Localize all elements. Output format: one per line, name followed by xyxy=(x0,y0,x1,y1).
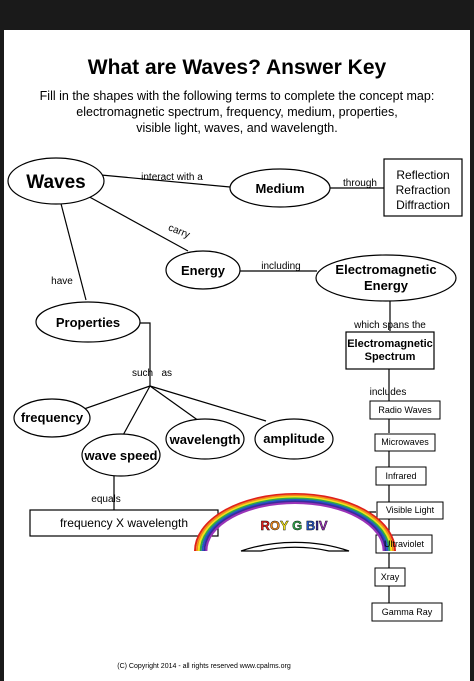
line-waves-medium xyxy=(100,174,231,188)
band-radio-waves: Radio Waves xyxy=(378,405,432,415)
link-equals: equals xyxy=(91,494,120,505)
amplitude-node xyxy=(254,418,334,460)
roygbiv-letter: I xyxy=(315,518,319,533)
em-spectrum-label-2: Spectrum xyxy=(365,351,416,363)
behavior-diffraction: Diffraction xyxy=(396,198,450,212)
band-visible-light: Visible Light xyxy=(386,505,435,515)
energy-node xyxy=(165,250,241,290)
instruction-line-1: Fill in the shapes with the following te… xyxy=(40,89,435,103)
line-such-wavelength xyxy=(149,385,200,422)
link-such-as: such as xyxy=(132,368,172,379)
band-xray: Xray xyxy=(381,572,400,582)
band-box xyxy=(371,602,443,622)
instruction-line-2: electromagnetic spectrum, frequency, med… xyxy=(76,105,397,119)
band-gamma-ray: Gamma Ray xyxy=(382,607,433,617)
behavior-reflection: Reflection xyxy=(396,168,449,182)
line-waves-properties xyxy=(58,195,87,301)
link-which-spans-the: which spans the xyxy=(353,320,426,331)
rainbow-stripe xyxy=(205,502,385,552)
band-microwaves: Microwaves xyxy=(381,437,429,447)
formula-label: frequency X wavelength xyxy=(60,516,188,530)
copyright-text: (C) Copyright 2014 - all rights reserved… xyxy=(117,663,291,670)
rainbow-stripe xyxy=(197,496,393,552)
electromagnetic-energy-node xyxy=(315,254,457,302)
rainbow-stripes xyxy=(194,493,396,552)
em-spectrum-box xyxy=(345,331,435,370)
line-such-amplitude xyxy=(149,385,267,422)
rainbow-stripe xyxy=(201,499,389,552)
behavior-refraction: Refraction xyxy=(396,183,451,197)
medium-label: Medium xyxy=(255,181,304,196)
waves-label: Waves xyxy=(26,172,86,193)
rainbow-stripe xyxy=(199,497,391,552)
roygbiv-letter: V xyxy=(319,518,328,533)
roygbiv-letter: Y xyxy=(280,518,289,533)
wave-speed-label: wave speed xyxy=(84,448,158,463)
link-interact-with-a: interact with a xyxy=(141,172,203,183)
instruction-line-3: visible light, waves, and wavelength. xyxy=(136,121,338,135)
roygbiv-letter: R xyxy=(260,518,270,533)
band-infrared: Infrared xyxy=(385,471,416,481)
band-box xyxy=(374,567,406,587)
rainbow-arch xyxy=(240,541,350,552)
energy-label: Energy xyxy=(181,263,226,278)
rainbow-stripe xyxy=(195,494,395,552)
rainbow-stripe xyxy=(203,500,387,552)
link-includes: includes xyxy=(370,387,407,398)
band-box xyxy=(369,400,441,420)
worksheet-page: What are Waves? Answer Key Fill in the s… xyxy=(4,30,470,681)
properties-node xyxy=(35,301,141,343)
em-spectrum-label-1: Electromagnetic xyxy=(347,338,433,350)
link-carry: carry xyxy=(167,222,192,241)
wavelength-label: wavelength xyxy=(169,432,241,447)
band-box xyxy=(376,501,444,520)
properties-label: Properties xyxy=(56,315,120,330)
frequency-node xyxy=(13,398,91,438)
link-have: have xyxy=(51,276,73,287)
wave-speed-node xyxy=(81,433,161,477)
behaviors-box xyxy=(383,158,463,217)
page-title: What are Waves? Answer Key xyxy=(88,56,387,79)
roygbiv-letter: O xyxy=(270,518,280,533)
band-box xyxy=(374,433,436,452)
link-including: including xyxy=(261,261,300,272)
roygbiv-letter: B xyxy=(306,518,315,533)
roygbiv-label: ROY G BIV xyxy=(260,518,327,533)
em-energy-label-2: Energy xyxy=(364,278,409,293)
em-energy-label-1: Electromagnetic xyxy=(335,262,436,277)
link-through: through xyxy=(343,178,377,189)
band-ultraviolet: Ultraviolet xyxy=(384,539,425,549)
amplitude-label: amplitude xyxy=(263,431,324,446)
line-such-wavespeed xyxy=(121,385,151,438)
rainbow-stripe xyxy=(194,493,396,552)
medium-node xyxy=(229,168,331,208)
line-waves-energy xyxy=(83,193,189,252)
band-box xyxy=(375,466,427,486)
roygbiv-letter: G xyxy=(292,518,302,533)
waves-node xyxy=(7,157,105,205)
concept-map: What are Waves? Answer Key Fill in the s… xyxy=(7,56,463,670)
frequency-label: frequency xyxy=(21,410,84,425)
wavelength-node xyxy=(165,418,245,460)
line-properties-such xyxy=(140,322,151,386)
